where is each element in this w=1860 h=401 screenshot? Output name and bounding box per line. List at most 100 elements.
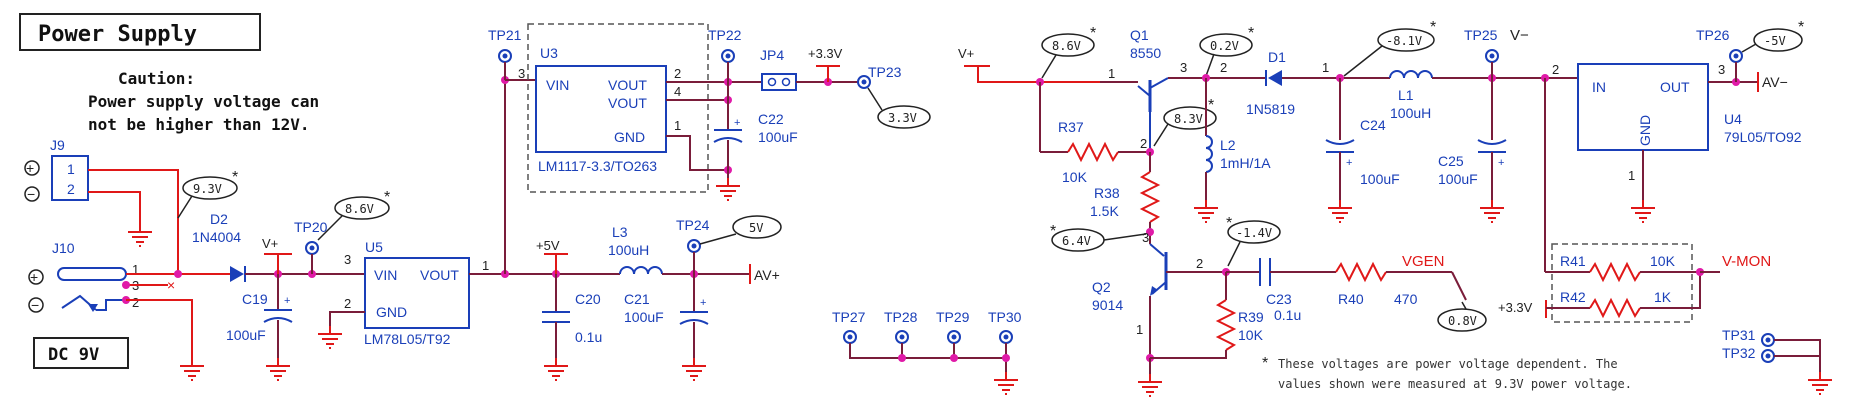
svg-text:-8.1V: -8.1V xyxy=(1386,34,1422,48)
voltage-callout-0v8 xyxy=(1437,308,1487,332)
svg-text:+: + xyxy=(700,297,706,309)
tp32-testpoint xyxy=(1761,349,1775,363)
svg-text:-5V: -5V xyxy=(1764,34,1786,48)
svg-text:1: 1 xyxy=(1322,60,1329,75)
j9-ref: J9 xyxy=(50,137,65,153)
tp28-ref: TP28 xyxy=(884,309,918,325)
jp4-jumper[interactable] xyxy=(761,73,797,91)
svg-text:2: 2 xyxy=(1220,60,1227,75)
voltage-callout-neg8v1 xyxy=(1377,28,1435,52)
l3-value: 100uH xyxy=(608,242,649,258)
r42-ref: R42 xyxy=(1560,289,1586,305)
svg-text:*: * xyxy=(232,169,238,186)
caution-line-2: not be higher than 12V. xyxy=(88,115,310,134)
net-plus5v: +5V xyxy=(536,238,560,253)
net-vplus: V+ xyxy=(262,236,278,251)
svg-text:VIN: VIN xyxy=(546,77,569,93)
r40-value: 470 xyxy=(1394,291,1418,307)
svg-text:+: + xyxy=(1498,157,1504,169)
tp25-ref: TP25 xyxy=(1464,27,1498,43)
svg-text:+: + xyxy=(734,117,740,129)
svg-text:2: 2 xyxy=(674,66,681,81)
plus-symbol-icon xyxy=(24,160,40,176)
svg-text:3: 3 xyxy=(344,252,351,267)
net-vminus: V− xyxy=(1510,27,1529,44)
ground-icon xyxy=(681,357,707,381)
svg-text:3: 3 xyxy=(1142,230,1149,245)
r42-value: 1K xyxy=(1654,289,1672,305)
r39-value: 10K xyxy=(1238,327,1264,343)
minus-symbol-icon xyxy=(24,186,40,202)
svg-text:2: 2 xyxy=(132,295,139,310)
r38-resistor xyxy=(1139,171,1161,223)
svg-text:0.2V: 0.2V xyxy=(1210,39,1239,53)
tp29-testpoint xyxy=(947,330,961,344)
j10-ref: J10 xyxy=(52,240,75,256)
net-plus3v3-b: +3.3V xyxy=(1498,300,1533,315)
r41-r42-outline xyxy=(1551,243,1693,323)
svg-text:+: + xyxy=(1346,157,1352,169)
u4-ref-label: U4 xyxy=(1724,111,1742,127)
voltage-callout-9v3 xyxy=(182,176,238,200)
svg-text:1: 1 xyxy=(674,118,681,133)
u3-part: LM1117-3.3/TO263 xyxy=(538,158,657,174)
svg-text:8.3V: 8.3V xyxy=(1174,112,1203,126)
svg-text:2: 2 xyxy=(1552,62,1559,77)
j9-pin-2: 2 xyxy=(67,181,75,197)
l3-inductor xyxy=(619,266,663,275)
svg-text:1: 1 xyxy=(1628,168,1635,183)
ground-icon xyxy=(1807,371,1833,395)
c25-value: 100uF xyxy=(1438,171,1478,187)
l2-ref: L2 xyxy=(1220,137,1236,153)
r37-value: 10K xyxy=(1062,169,1088,185)
net-av-plus: AV+ xyxy=(754,267,780,283)
l2-inductor xyxy=(1205,135,1213,173)
tp20-testpoint xyxy=(305,241,319,255)
r37-ref: R37 xyxy=(1058,119,1084,135)
svg-text:*: * xyxy=(1226,215,1232,232)
ground-icon xyxy=(993,371,1019,395)
svg-text:*: * xyxy=(384,189,390,206)
svg-text:*: * xyxy=(1208,97,1214,114)
svg-text:1: 1 xyxy=(1108,66,1115,81)
c21-value: 100uF xyxy=(624,309,664,325)
q2-ref: Q2 xyxy=(1092,279,1111,295)
ground-icon xyxy=(179,357,205,381)
svg-text:IN: IN xyxy=(1592,79,1606,95)
voltage-callout-8v6-b xyxy=(1041,33,1095,57)
u5-regulator xyxy=(364,257,470,329)
ground-icon xyxy=(543,357,569,381)
tp26-testpoint xyxy=(1729,49,1743,63)
ground-icon xyxy=(1327,199,1353,223)
svg-text:*: * xyxy=(1248,25,1254,42)
net-av-minus: AV− xyxy=(1762,74,1788,90)
tp22-testpoint xyxy=(721,49,735,63)
j9-pin-1: 1 xyxy=(67,161,75,177)
net-vgen: VGEN xyxy=(1402,253,1445,270)
c25-ref: C25 xyxy=(1438,153,1464,169)
note-asterisk: * xyxy=(1262,355,1268,372)
c22-value: 100uF xyxy=(758,129,798,145)
tp29-ref: TP29 xyxy=(936,309,970,325)
q2-value: 9014 xyxy=(1092,297,1123,313)
svg-text:2: 2 xyxy=(344,296,351,311)
c22-ref: C22 xyxy=(758,111,784,127)
tp21-testpoint xyxy=(498,49,512,63)
dc-label-box xyxy=(33,337,129,369)
c23-ref: C23 xyxy=(1266,291,1292,307)
j9-connector xyxy=(51,155,89,201)
plus-symbol-icon xyxy=(28,269,44,285)
c19-ref: C19 xyxy=(242,291,268,307)
r39-ref: R39 xyxy=(1238,309,1264,325)
no-connect-icon: × xyxy=(167,277,175,293)
tp31-testpoint xyxy=(1761,333,1775,347)
c21-ref: C21 xyxy=(624,291,650,307)
svg-text:VIN: VIN xyxy=(374,267,397,283)
note-line-1: These voltages are power voltage depende… xyxy=(1278,357,1618,371)
svg-text:*: * xyxy=(1050,223,1056,240)
svg-text:-1.4V: -1.4V xyxy=(1236,226,1272,240)
svg-text:*: * xyxy=(1798,19,1804,36)
page-title: Power Supply xyxy=(38,22,197,47)
voltage-callout-neg5v xyxy=(1753,28,1803,52)
